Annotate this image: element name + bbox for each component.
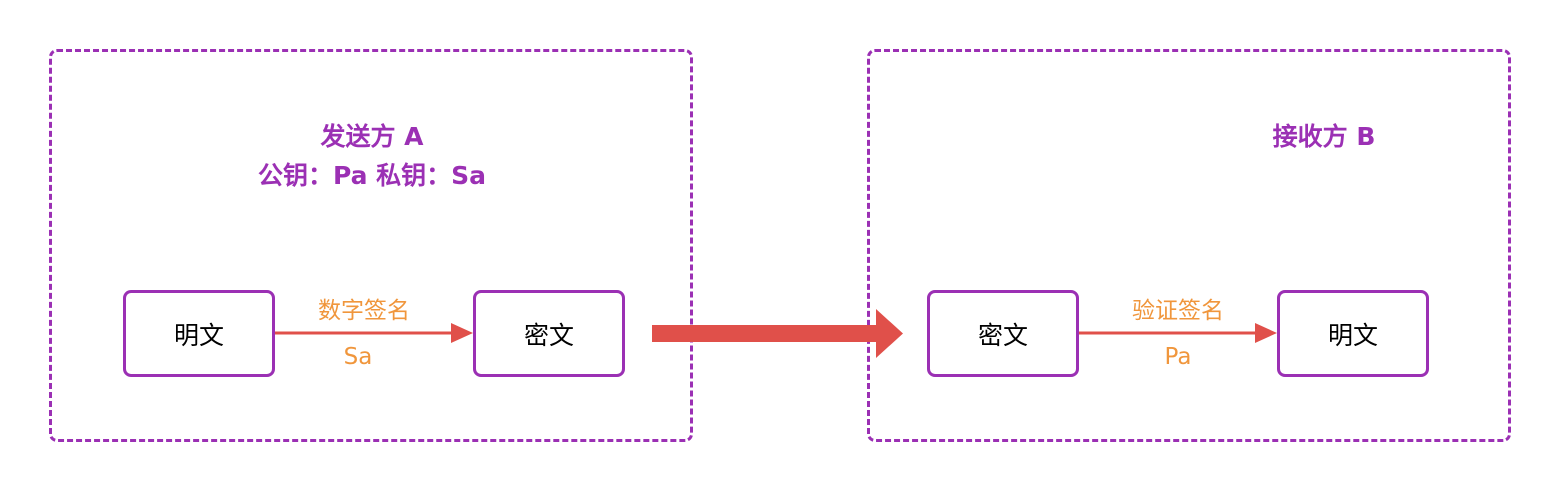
receiver-title: 接收方 B: [1272, 122, 1376, 151]
verify-arrow: [1079, 323, 1277, 343]
sender-keys: 公钥：Pa 私钥：Sa: [257, 161, 487, 190]
sender-edge-label: 数字签名: [318, 298, 410, 324]
sender-plaintext-label: 明文: [173, 320, 224, 350]
receiver-ciphertext-label: 密文: [977, 320, 1028, 350]
receiver-edge-key: Pa: [1164, 344, 1192, 370]
receiver-panel: [867, 49, 1511, 442]
receiver-plaintext-label: 明文: [1327, 320, 1378, 350]
receiver-edge-label: 验证签名: [1132, 298, 1224, 324]
transfer-arrow: [652, 309, 903, 358]
sender-panel: [49, 49, 693, 442]
sender-ciphertext-node: 密文: [473, 290, 625, 377]
receiver-ciphertext-node: 密文: [927, 290, 1079, 377]
sender-edge-key: Sa: [343, 344, 373, 370]
sender-plaintext-node: 明文: [123, 290, 275, 377]
sender-ciphertext-label: 密文: [523, 320, 574, 350]
receiver-plaintext-node: 明文: [1277, 290, 1429, 377]
sender-title: 发送方 A: [320, 122, 424, 151]
sign-arrow: [275, 323, 473, 343]
